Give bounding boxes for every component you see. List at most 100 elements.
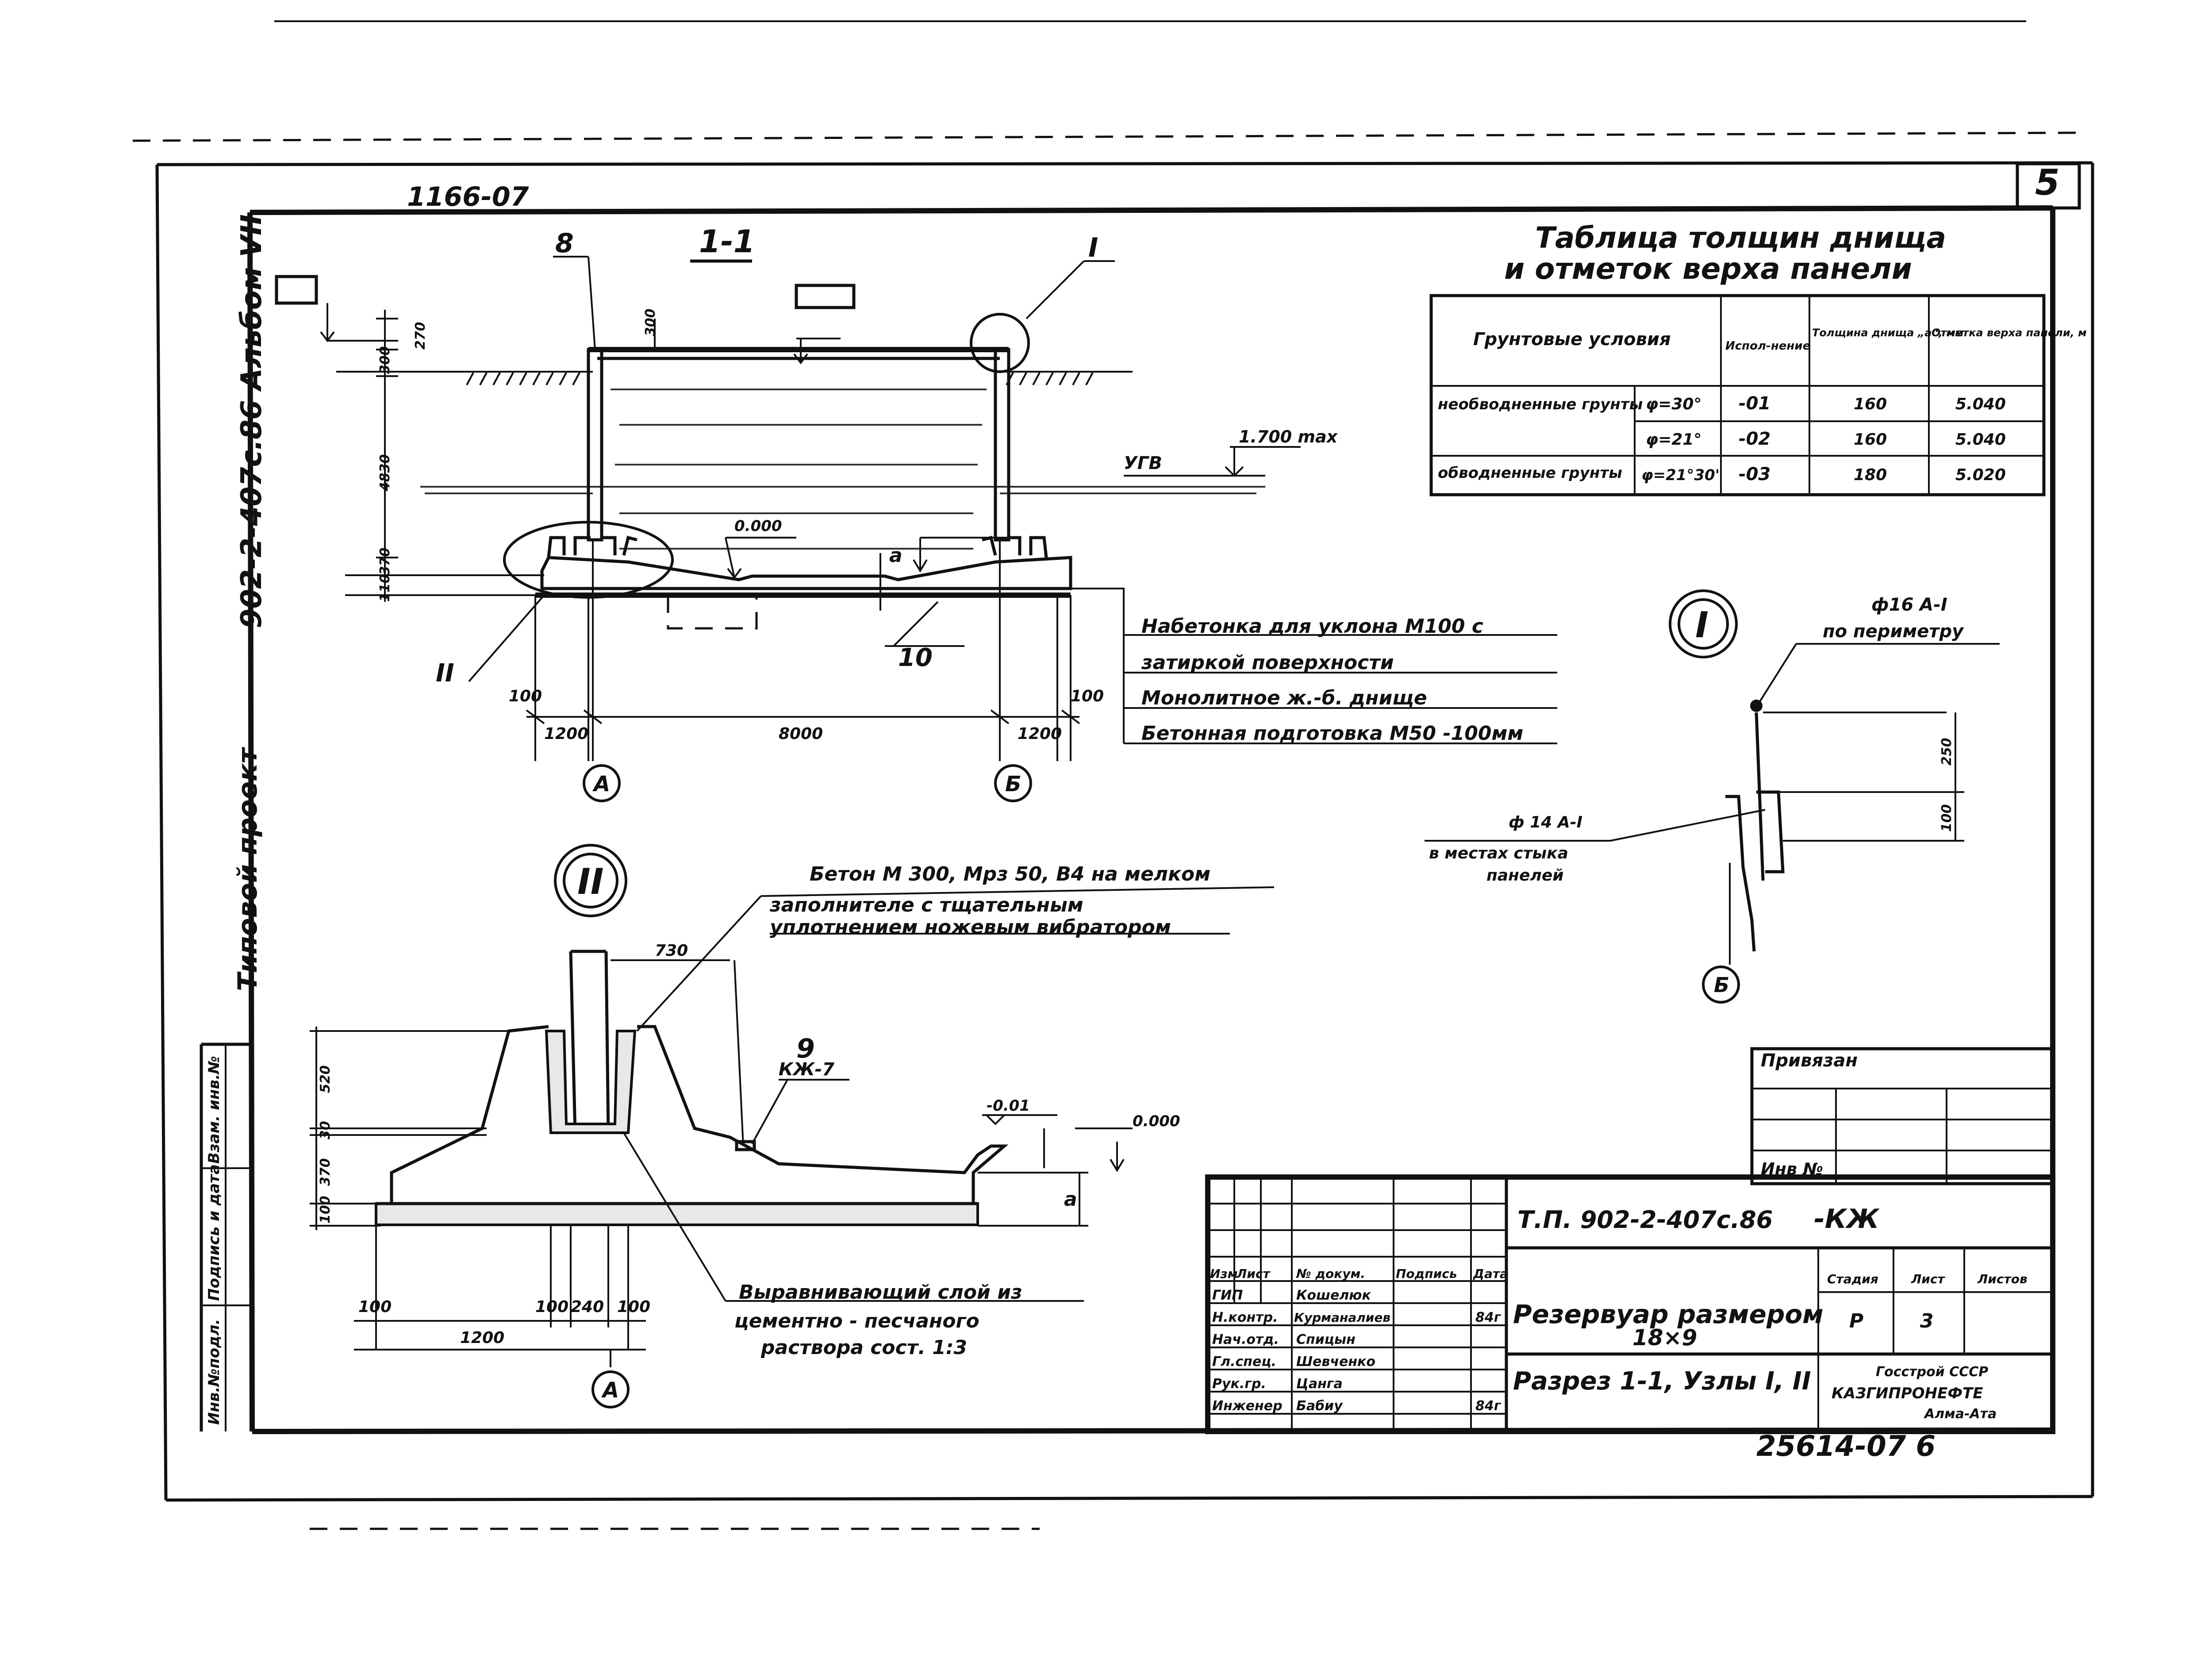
row3-soil: обводненные грунты	[1438, 464, 1622, 482]
side-column-3: Взам. инв.№	[205, 1056, 223, 1164]
node-II-callout: II	[436, 659, 454, 688]
node-II-dim-100-c: 100	[617, 1298, 650, 1316]
layer-1: Набетонка для уклона М100 с	[1141, 615, 1483, 638]
node-II-note-2: заполнителе с тщательным	[769, 894, 1083, 916]
dim-a: a	[889, 544, 902, 567]
sheets-header: Листов	[1977, 1272, 2028, 1286]
row1-soil: необводненные грунты	[1438, 396, 1643, 413]
node-II-label: II	[577, 861, 604, 902]
dim-v-110: 110	[377, 574, 393, 602]
person-1-name: Кошелюк	[1296, 1288, 1371, 1303]
person-5-name: Цанга	[1296, 1376, 1343, 1392]
stage-header: Стадия	[1827, 1272, 1878, 1286]
node-II-note-1: Бетон М 300, Мрз 50, В4 на мелком	[810, 863, 1210, 885]
node-II-dim-1200: 1200	[460, 1329, 504, 1347]
dim-v-4830: 4830	[377, 454, 393, 492]
node-I-rebar-side-3: панелей	[1486, 866, 1563, 885]
row1-thickness: 160	[1854, 395, 1887, 413]
node-II-dim-100: 100	[318, 1196, 333, 1224]
node-II-elev-001: -0.01	[987, 1097, 1030, 1115]
row1-exec: -01	[1739, 393, 1770, 414]
col-header-doc: № докум.	[1295, 1266, 1365, 1281]
node-II-dim-240: 240	[571, 1298, 604, 1316]
dim-v-270: 270	[413, 322, 428, 350]
layer-3: Монолитное ж.-б. днище	[1141, 687, 1427, 709]
person-6-role: Инженер	[1212, 1398, 1283, 1414]
person-6-date: 84г	[1475, 1398, 1502, 1414]
dim-h-1200-left: 1200	[544, 725, 588, 743]
table-header-exec: Испол-нение	[1725, 339, 1810, 353]
node-I-geometry	[1425, 589, 2000, 1004]
axis-B: Б	[1005, 772, 1022, 796]
node-II-dim-730: 730	[655, 942, 688, 960]
node-II-dim-100-a: 100	[358, 1298, 392, 1316]
node-II-dim-30: 30	[318, 1121, 333, 1139]
table-title-2: и отметок верха панели	[1504, 252, 1912, 286]
object-title-1: Резервуар размером	[1513, 1299, 1824, 1329]
leveling-3: раствора сост. 1:3	[760, 1336, 967, 1359]
dim-h-100-left: 100	[509, 687, 542, 705]
sheet-value: 3	[1920, 1310, 1934, 1332]
ugv-label: УГВ	[1124, 453, 1162, 473]
node-II-note-3: уплотнением ножевым вибратором	[770, 916, 1171, 939]
title-block-grid	[1205, 1047, 2055, 1434]
dim-h-1200-right: 1200	[1018, 725, 1062, 743]
row3-thickness: 180	[1854, 466, 1887, 484]
row2-phi: φ=21°	[1646, 431, 1701, 449]
table-header-thickness: Толщина днища „а“, мм	[1812, 327, 1964, 339]
org-line-2: КАЗГИПРОНЕФТЕ	[1832, 1385, 1983, 1402]
sheet-number: 5	[2035, 162, 2060, 203]
node-I-label: I	[1695, 604, 1709, 646]
person-3-role: Нач.отд.	[1212, 1332, 1279, 1347]
row2-thickness: 160	[1854, 431, 1887, 449]
node-II-geometry	[310, 844, 1275, 1408]
axis-A: А	[592, 772, 610, 796]
leveling-2: цементно - песчаного	[734, 1310, 979, 1332]
node-I-dim-100: 100	[1939, 804, 1955, 832]
dim-top-300: 300	[643, 308, 658, 336]
person-3-name: Спицын	[1296, 1332, 1356, 1347]
thickness-table-grid	[1429, 294, 2046, 496]
person-2-name: Курманалиев	[1294, 1310, 1390, 1325]
dim-h-100-right: 100	[1071, 687, 1104, 705]
sheet-frame	[132, 20, 2094, 1530]
org-line-1: Госстрой СССР	[1876, 1364, 1988, 1380]
sheet-title: Разрез 1-1, Узлы I, II	[1513, 1367, 1811, 1396]
ugv-max-label: 1.700 max	[1239, 427, 1338, 446]
node-II-leader-kzh7: КЖ-7	[779, 1059, 834, 1080]
row3-exec: -03	[1739, 464, 1770, 485]
side-stamp-columns	[200, 1043, 252, 1431]
elev-0000: 0.000	[734, 517, 782, 535]
table-title-1: Таблица толщин днища	[1535, 221, 1946, 255]
col-header-date: Дата	[1473, 1266, 1508, 1281]
node-II-dim-520: 520	[318, 1065, 333, 1093]
side-type-label: Типовой проект	[232, 746, 263, 991]
node-I-callout: I	[1088, 232, 1098, 263]
node-I-rebar-top-1: ф16 А-I	[1871, 595, 1947, 615]
person-4-name: Шевченко	[1296, 1354, 1375, 1370]
bottom-stamp: 25614-07 6	[1756, 1430, 1936, 1463]
leveling-1: Выравнивающий слой из	[739, 1281, 1022, 1304]
inv-label: Инв №	[1761, 1159, 1823, 1179]
row1-phi: φ=30°	[1646, 395, 1701, 413]
node-I-rebar-top-2: по периметру	[1823, 621, 1964, 642]
row2-exec: -02	[1739, 429, 1770, 449]
person-6-name: Бабиу	[1296, 1398, 1343, 1414]
doc-suffix: -КЖ	[1814, 1204, 1880, 1235]
col-header-izm: Изм	[1210, 1266, 1238, 1281]
layer-2: затиркой поверхности	[1141, 651, 1394, 674]
dim-h-8000: 8000	[779, 725, 823, 743]
person-2-date: 84г	[1475, 1310, 1502, 1325]
col-header-sign: Подпись	[1396, 1266, 1457, 1281]
doc-code: Т.П. 902-2-407с.86	[1517, 1206, 1773, 1234]
bound-label: Привязан	[1761, 1050, 1858, 1071]
person-1-role: ГИП	[1212, 1288, 1243, 1303]
person-5-role: Рук.гр.	[1212, 1376, 1266, 1392]
section-1-1-title: 1-1	[699, 223, 755, 260]
object-title-2: 18×9	[1632, 1325, 1697, 1350]
dim-v-370: 370	[377, 547, 393, 575]
node-I-rebar-side-2: в местах стыка	[1429, 844, 1568, 862]
layer-4: Бетонная подготовка М50 -100мм	[1141, 722, 1523, 745]
node-II-elev-0000: 0.000	[1133, 1112, 1180, 1130]
